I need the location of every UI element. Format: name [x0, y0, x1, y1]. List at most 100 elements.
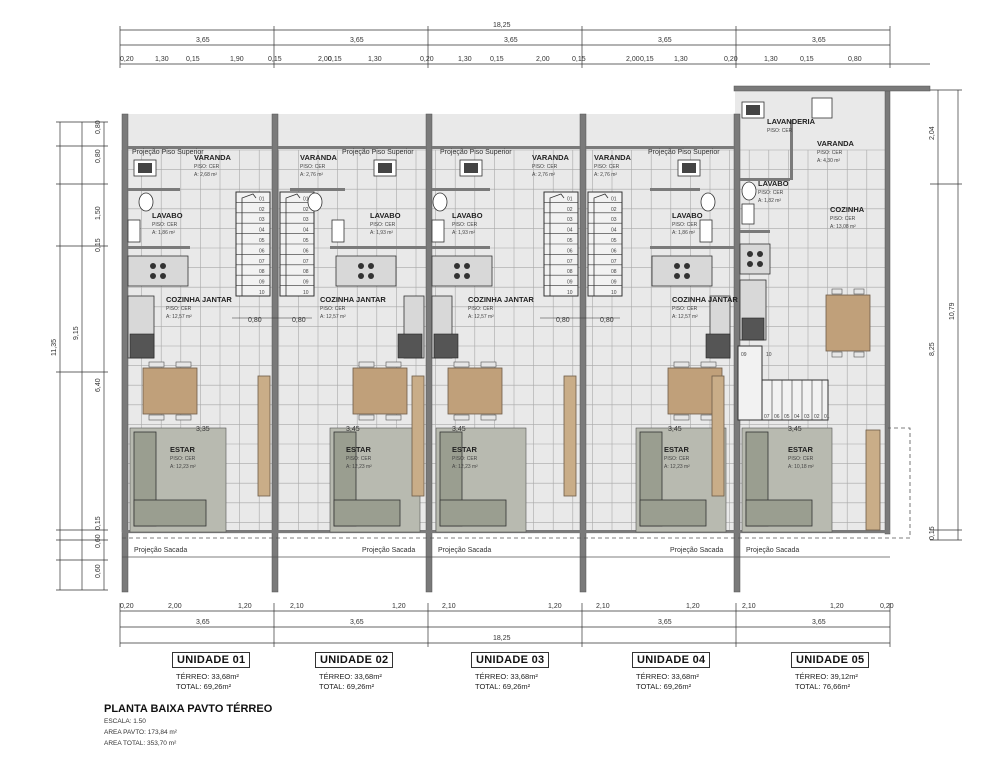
- stair-width-label: 0,80: [556, 317, 570, 324]
- party-wall: [121, 113, 129, 593]
- room-area: A: 1,93 m²: [452, 230, 475, 236]
- lavabo-wall: [432, 188, 490, 191]
- stair-direction-line: [285, 193, 301, 296]
- cooktop-burner: [368, 263, 374, 269]
- room-label-cozinha-jantar: COZINHA JANTAR: [672, 295, 738, 304]
- lavabo-wall: [128, 246, 190, 249]
- fridge: [397, 333, 423, 359]
- chair: [453, 414, 470, 421]
- varanda-wall: [432, 146, 580, 149]
- room-area: A: 12,57 m²: [468, 314, 494, 320]
- projection-superior-label: Projeção Piso Superior: [648, 149, 720, 156]
- stair-step-number: 07: [567, 259, 573, 265]
- dining-table: [447, 367, 503, 415]
- stair-step-number: 09: [259, 280, 265, 286]
- room-label-cozinha-jantar: COZINHA JANTAR: [166, 295, 232, 304]
- toilet: [307, 192, 323, 212]
- toilet: [138, 192, 154, 212]
- stair-step-number: 06: [611, 248, 617, 254]
- dim-left-total: 11,35: [51, 339, 58, 356]
- chair: [480, 361, 497, 368]
- grill-basin: [378, 163, 392, 173]
- projection-sacada-label: Projeção Sacada: [438, 547, 491, 554]
- dim-left: 0,15: [95, 238, 102, 252]
- lavabo-sink: [741, 203, 755, 225]
- projection-superior-label: Projeção Piso Superior: [132, 149, 204, 156]
- stair-step-number: 03: [804, 414, 810, 420]
- cooktop-burner: [674, 263, 680, 269]
- dim-module-top: 3,65: [196, 37, 210, 44]
- grill-basin: [682, 163, 696, 173]
- exterior-wall: [884, 87, 891, 535]
- lavabo-wall: [330, 246, 426, 249]
- stair-step-number: 01: [303, 196, 309, 202]
- stair-step-number: 09: [567, 280, 573, 286]
- room-floor-spec: PISO: CER: [166, 306, 192, 312]
- room-floor-spec: PISO: CER: [452, 222, 478, 228]
- room-floor-spec: PISO: CER: [672, 222, 698, 228]
- room-floor-spec: PISO: CER: [370, 222, 396, 228]
- dim-sub-top: 0,15: [800, 56, 814, 63]
- stair-step-number: 01: [611, 196, 617, 202]
- stair-step-number: 10: [611, 290, 617, 296]
- stair-step-number: 10: [303, 290, 309, 296]
- room-area: A: 12,23 m²: [170, 464, 196, 470]
- varanda-wall: [128, 146, 272, 149]
- room-label-varanda: VARANDA: [300, 153, 338, 162]
- chair: [480, 414, 497, 421]
- cooktop-burner: [160, 263, 166, 269]
- room-label-cozinha-jantar: COZINHA JANTAR: [468, 295, 534, 304]
- stair-direction-line: [549, 193, 565, 296]
- room-floor-spec: PISO: CER: [788, 456, 814, 462]
- sofa: [439, 499, 507, 527]
- room-area: A: 1,82 m²: [758, 198, 781, 204]
- dim-bottom-sub: 1,20: [238, 603, 252, 610]
- room-area: A: 12,23 m²: [346, 464, 372, 470]
- room-area: A: 1,93 m²: [370, 230, 393, 236]
- stair-step-number: 04: [611, 228, 617, 234]
- unit-title: UNIDADE 02: [315, 652, 394, 668]
- room-area: A: 12,57 m²: [166, 314, 192, 320]
- dim-left: 0,15: [95, 516, 102, 530]
- projection-sacada-label: Projeção Sacada: [134, 547, 187, 554]
- room-floor-spec: PISO: CER: [664, 456, 690, 462]
- unit-title: UNIDADE 05: [791, 652, 870, 668]
- room-area: A: 10,18 m²: [788, 464, 814, 470]
- estar-width-dim: 3,45: [346, 426, 360, 433]
- lavabo-wall: [740, 230, 770, 233]
- fridge: [705, 333, 731, 359]
- cooktop-burner: [747, 251, 753, 257]
- grill-basin: [138, 163, 152, 173]
- stair-step-number: 08: [259, 269, 265, 275]
- lavabo-sink: [127, 219, 141, 243]
- room-area: A: 2,76 m²: [532, 172, 555, 178]
- dim-sub-top: 1,90: [230, 56, 244, 63]
- stair-step-number: 03: [567, 217, 573, 223]
- unit-title: UNIDADE 01: [172, 652, 251, 668]
- lavabo-wall: [128, 188, 180, 191]
- stair-step-number: 09: [741, 352, 747, 358]
- stair-step-number: 07: [764, 414, 770, 420]
- lavabo-wall: [290, 188, 345, 191]
- dim-right: 0,15: [929, 526, 936, 540]
- room-label-varanda: VARANDA: [532, 153, 570, 162]
- projection-sacada-label: Projeção Sacada: [362, 547, 415, 554]
- unit-terreo: TÉRREO: 33,68m²: [475, 672, 538, 681]
- toilet: [432, 192, 448, 212]
- stair-step-number: 05: [567, 238, 573, 244]
- chair: [853, 351, 865, 358]
- room-floor-spec: PISO: CER: [320, 306, 346, 312]
- cooktop-burner: [684, 263, 690, 269]
- dim-sub-top: 0,20: [724, 56, 738, 63]
- stair-step-number: 08: [303, 269, 309, 275]
- room-label-varanda: VARANDA: [817, 139, 855, 148]
- fridge: [741, 317, 765, 341]
- toilet: [700, 192, 716, 212]
- stair-step-number: 10: [766, 352, 772, 358]
- kitchen-counter: [739, 243, 771, 275]
- lavabo-sink: [431, 219, 445, 243]
- cooktop-burner: [454, 263, 460, 269]
- room-label-lavabo: LAVABO: [152, 211, 183, 220]
